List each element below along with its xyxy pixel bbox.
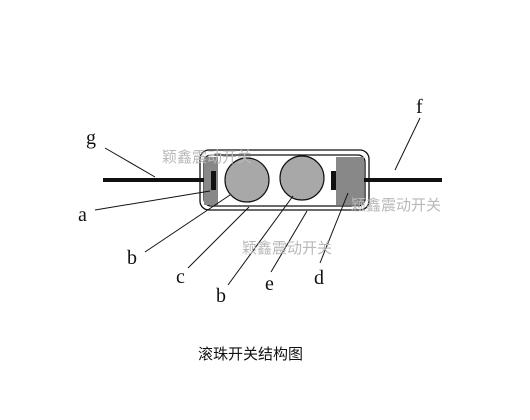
leader-b2 bbox=[227, 195, 294, 286]
leader-a bbox=[94, 190, 211, 211]
leader-g bbox=[104, 147, 156, 178]
label-e: e bbox=[265, 273, 274, 295]
right-electrode-block bbox=[336, 157, 364, 205]
ball-left bbox=[224, 157, 270, 203]
label-c: c bbox=[176, 266, 185, 288]
leader-e bbox=[270, 210, 308, 273]
label-f: f bbox=[416, 96, 423, 118]
right-contact-tip bbox=[331, 171, 336, 190]
label-b: b bbox=[127, 247, 137, 269]
housing-outer bbox=[199, 149, 370, 211]
label-d: d bbox=[314, 267, 324, 289]
leader-d bbox=[319, 192, 349, 264]
leader-c bbox=[187, 206, 250, 269]
leader-b1 bbox=[144, 194, 231, 253]
watermark-text: 颖鑫震动开关 bbox=[162, 148, 252, 166]
label-b: b bbox=[216, 285, 226, 307]
watermark-text: 颖鑫震动开关 bbox=[351, 196, 441, 214]
leader-f bbox=[394, 117, 421, 171]
diagram-caption: 滚珠开关结构图 bbox=[198, 345, 303, 363]
ball-right bbox=[279, 155, 325, 201]
left-contact-tip bbox=[211, 171, 216, 190]
watermark-text: 颖鑫震动开关 bbox=[242, 239, 332, 257]
label-a: a bbox=[78, 204, 87, 226]
label-g: g bbox=[86, 127, 96, 149]
